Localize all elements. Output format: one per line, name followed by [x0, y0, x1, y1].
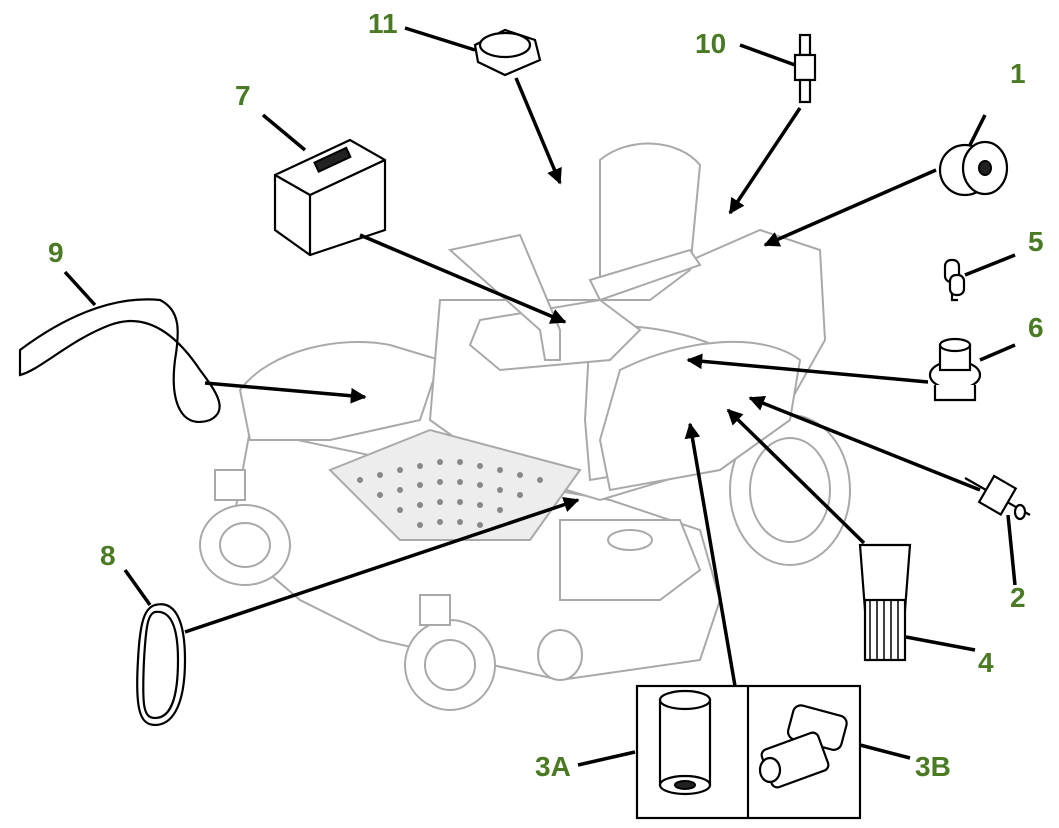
leader-lines — [63, 26, 1017, 767]
callout-10: 10 — [695, 28, 726, 59]
spark-plug-part — [793, 33, 817, 104]
fuel-cap-part — [473, 28, 542, 77]
callout-8: 8 — [100, 540, 116, 571]
callout-7: 7 — [235, 80, 251, 111]
callout-6: 6 — [1028, 312, 1044, 343]
foot-deck-perforations — [357, 459, 543, 528]
callout-11: 11 — [368, 8, 398, 39]
fuel-filter-part — [964, 474, 1031, 521]
battery-part — [273, 138, 387, 257]
belt-part-8 — [136, 603, 187, 727]
hydraulic-filter-part — [858, 543, 912, 662]
callout-3b: 3B — [915, 751, 951, 782]
riding-mower-illustration — [199, 142, 851, 711]
air-filter-inset — [635, 684, 862, 820]
belt-part-9 — [18, 298, 221, 423]
ignition-key-part — [943, 258, 966, 302]
callout-9: 9 — [48, 237, 64, 268]
callout-2: 2 — [1010, 582, 1026, 613]
callout-5: 5 — [1028, 226, 1044, 257]
callout-1: 1 — [1010, 58, 1026, 89]
ignition-switch-part — [928, 337, 982, 402]
oil-filter-part — [938, 140, 1009, 197]
callout-3a: 3A — [535, 751, 571, 782]
callout-4: 4 — [978, 647, 994, 678]
